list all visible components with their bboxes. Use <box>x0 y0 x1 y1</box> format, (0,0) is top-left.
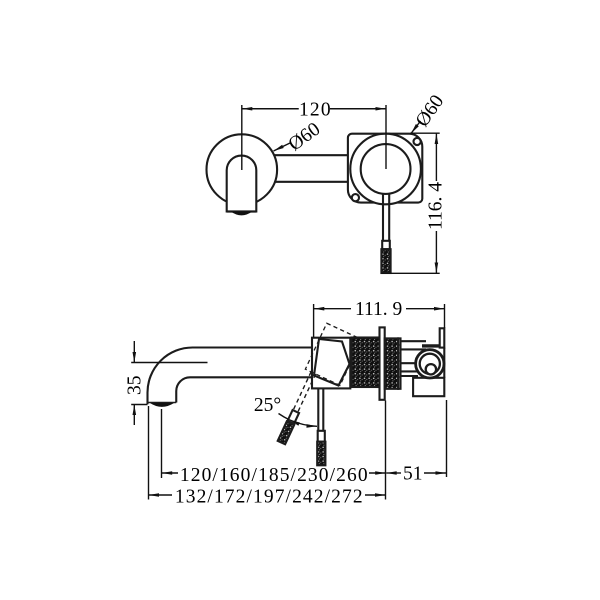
svg-text:132/172/197/242/272: 132/172/197/242/272 <box>175 486 364 507</box>
svg-text:35: 35 <box>124 376 145 396</box>
svg-text:116. 4: 116. 4 <box>425 182 446 230</box>
svg-text:111. 9: 111. 9 <box>355 299 402 320</box>
svg-text:Ø60: Ø60 <box>285 119 325 156</box>
svg-text:51: 51 <box>403 464 423 485</box>
svg-text:25°: 25° <box>254 395 281 416</box>
svg-text:120: 120 <box>299 99 332 120</box>
svg-text:120/160/185/230/260: 120/160/185/230/260 <box>180 465 369 486</box>
